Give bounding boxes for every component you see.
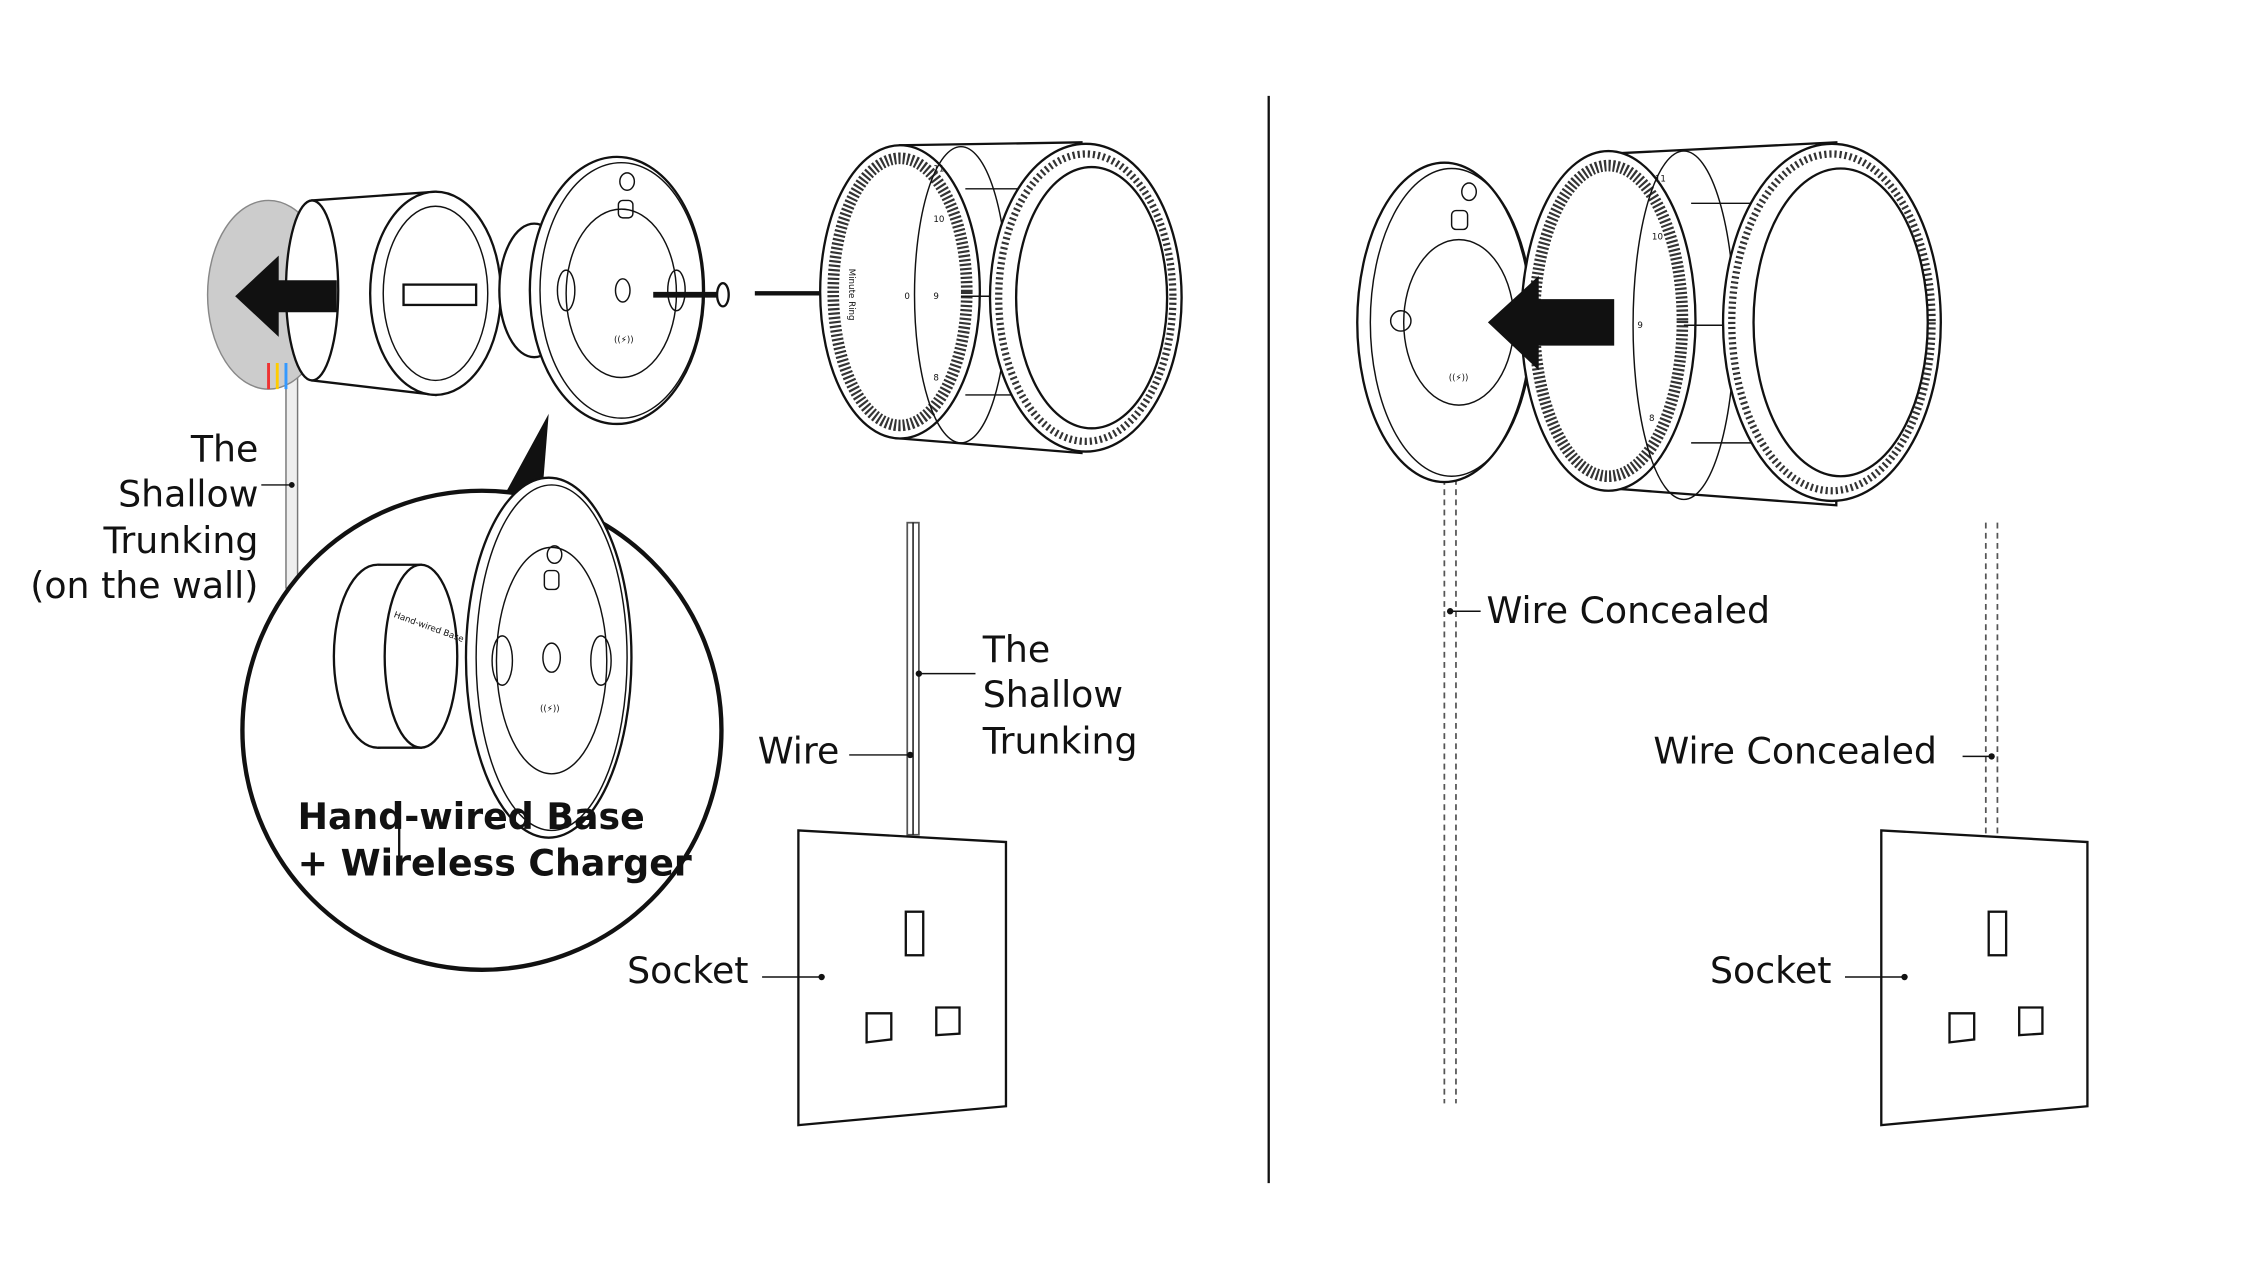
svg-text:Trunking: Trunking	[103, 519, 259, 562]
svg-text:9: 9	[1637, 321, 1643, 331]
dial-ring-text: Minute Ring	[846, 269, 856, 321]
wire-label: Wire	[758, 730, 840, 773]
dial-number: 10	[933, 215, 944, 225]
wall-trunking-left	[285, 369, 299, 589]
concealed-wire-left	[1443, 479, 1457, 1104]
trunking-wall-label: The Shallow Trunking (on the wall)	[30, 428, 258, 607]
trunking-label: The Shallow Trunking	[982, 628, 1138, 762]
inset-caption-line2: + Wireless Charger	[298, 841, 692, 884]
dial-number: 0	[904, 292, 910, 302]
wireless-charge-icon: ((⚡))	[540, 704, 560, 714]
svg-text:(on the wall): (on the wall)	[30, 564, 258, 607]
wireless-charge-icon: ((⚡))	[614, 336, 634, 346]
dial-right: 11 10 9 8	[1520, 141, 1942, 507]
arrow-left-icon	[235, 255, 337, 337]
svg-text:Shallow: Shallow	[983, 673, 1123, 716]
socket-right	[1880, 829, 2089, 1127]
inset-callout: Hand-wired Base ((⚡)) Hand-wired Base + …	[240, 413, 724, 972]
svg-text:11: 11	[1655, 175, 1666, 185]
svg-text:The: The	[190, 428, 258, 471]
dial-number: 11	[933, 164, 944, 174]
socket-label: Socket	[627, 949, 748, 992]
socket-label-right: Socket	[1710, 949, 1831, 992]
wire-colors	[267, 363, 288, 390]
socket-left	[797, 829, 1008, 1127]
svg-text:((⚡)): ((⚡))	[1449, 373, 1469, 383]
dial-number: 9	[933, 292, 939, 302]
svg-text:10: 10	[1652, 233, 1663, 243]
dial-left: 11 10 9 8 0 Minute Ring	[819, 141, 1183, 455]
arrow-left-icon	[1487, 275, 1615, 371]
wire-concealed-label-left: Wire Concealed	[1486, 589, 1770, 632]
svg-text:Shallow: Shallow	[118, 473, 258, 516]
svg-text:8: 8	[1649, 414, 1655, 424]
concealed-wire-right	[1984, 522, 1999, 835]
inset-caption-line1: Hand-wired Base	[298, 795, 645, 838]
base-disk: ((⚡))	[528, 155, 706, 426]
svg-text:The: The	[982, 628, 1050, 671]
dial-number: 8	[933, 373, 939, 383]
svg-text:Trunking: Trunking	[982, 719, 1138, 762]
screws	[653, 282, 821, 308]
wire-concealed-label-right: Wire Concealed	[1653, 730, 1937, 773]
